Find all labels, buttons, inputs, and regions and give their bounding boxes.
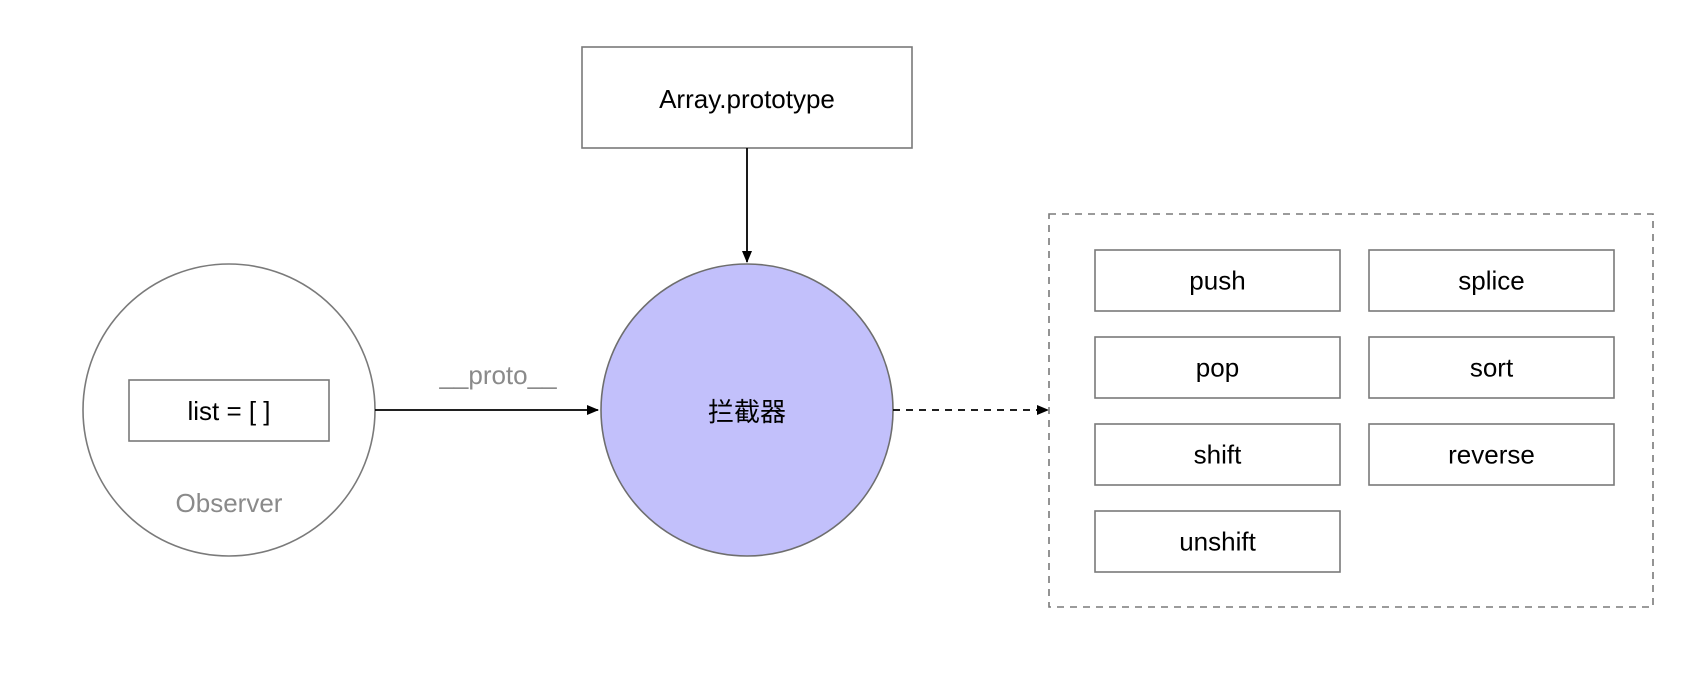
method-box-rect	[1368, 249, 1615, 312]
array-prototype-label: Array.prototype	[659, 84, 835, 114]
method-label: pop	[1196, 353, 1239, 383]
method-box-reverse: reverse	[1368, 423, 1615, 486]
interceptor-label: 拦截器	[708, 398, 786, 428]
interceptor-node: 拦截器	[600, 263, 894, 557]
method-label: unshift	[1179, 527, 1256, 557]
methods-group	[1048, 213, 1654, 608]
list-box	[128, 379, 330, 442]
observer-node: list = [ ] Observer	[82, 263, 376, 557]
method-label: sort	[1470, 353, 1514, 383]
method-label: shift	[1194, 440, 1242, 470]
observer-label: Observer	[176, 488, 283, 518]
method-box-splice: splice	[1368, 249, 1615, 312]
method-box-rect	[1094, 510, 1341, 573]
list-label: list = [ ]	[187, 396, 270, 426]
array-prototype-node: Array.prototype	[581, 46, 913, 149]
method-label: push	[1189, 266, 1245, 296]
method-box-pop: pop	[1094, 336, 1341, 399]
method-box-unshift: unshift	[1094, 510, 1341, 573]
method-box-rect	[1094, 249, 1341, 312]
method-label: splice	[1458, 266, 1524, 296]
method-box-sort: sort	[1368, 336, 1615, 399]
method-box-shift: shift	[1094, 423, 1341, 486]
method-label: reverse	[1448, 440, 1535, 470]
method-box-rect	[1094, 423, 1341, 486]
method-box-rect	[1094, 336, 1341, 399]
proto-label: __proto__	[438, 360, 557, 390]
methods-layer: push splice pop sort shift reverse unshift	[1094, 249, 1615, 573]
method-box-push: push	[1094, 249, 1341, 312]
method-box-rect	[1368, 336, 1615, 399]
method-box-rect	[1368, 423, 1615, 486]
